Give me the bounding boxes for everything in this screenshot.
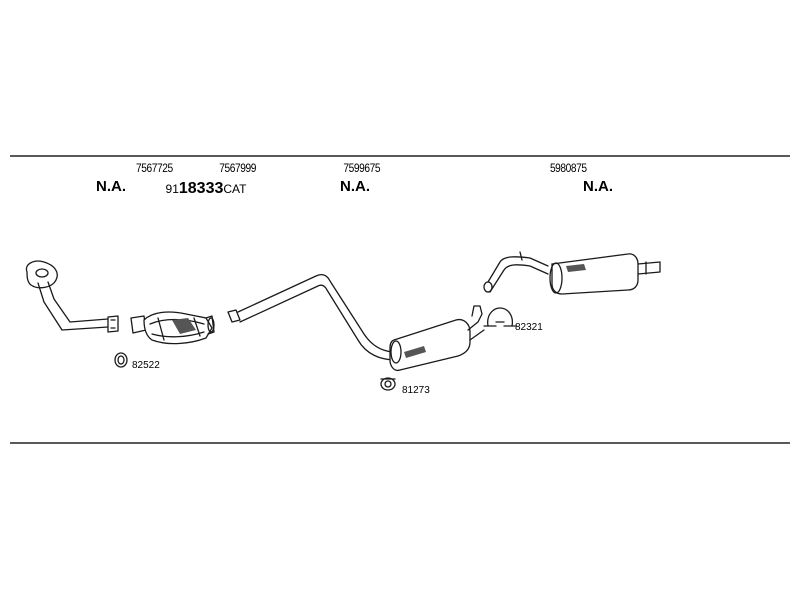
catalyst-code-main: 18333 xyxy=(179,180,224,197)
middle-section-drawing xyxy=(227,274,485,372)
rear-silencer-drawing xyxy=(483,251,661,295)
catalyst-code-prefix: 91 xyxy=(166,182,180,196)
status-front-pipe: N.A. xyxy=(96,178,126,195)
part-number-rear-silencer: 5980875 xyxy=(550,162,587,175)
catalyst-code: 9118333CAT xyxy=(166,180,248,197)
rubber-mount-drawing xyxy=(380,377,396,391)
status-middle-section: N.A. xyxy=(340,178,370,195)
hardware-mount-label: 81273 xyxy=(402,385,430,396)
part-number-catalyst: 7567999 xyxy=(219,162,256,175)
part-number-front-pipe: 7567725 xyxy=(136,162,173,175)
hardware-clamp-label: 82321 xyxy=(515,322,543,333)
catalytic-converter-drawing xyxy=(130,311,215,345)
clamp-drawing xyxy=(483,307,517,327)
catalyst-code-suffix: CAT xyxy=(223,182,247,196)
front-pipe-drawing xyxy=(25,260,119,333)
gasket-drawing xyxy=(114,352,128,368)
part-number-middle-section: 7599675 xyxy=(343,162,380,175)
hardware-gasket-label: 82522 xyxy=(132,360,160,371)
status-rear-silencer: N.A. xyxy=(583,178,613,195)
